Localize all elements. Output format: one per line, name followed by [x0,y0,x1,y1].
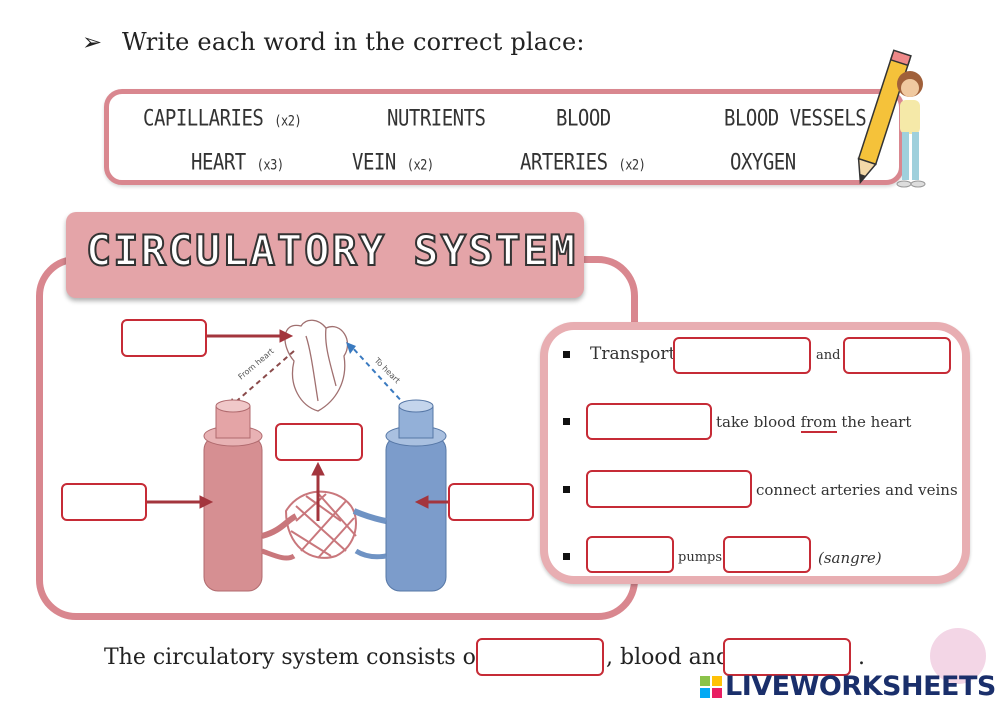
bullet-icon [563,486,570,493]
text-transports: Transports [590,344,685,364]
text-take-blood: take blood from the heart [716,413,912,433]
answer-box-artery[interactable] [61,483,147,521]
answer-box-heart-3[interactable] [476,638,604,676]
word-oxygen: OXYGEN [730,150,796,176]
answer-box-heart[interactable] [121,319,207,357]
instruction-text: Write each word in the correct place: [122,28,585,56]
word-blood-vessels: BLOOD VESSELS [724,106,867,132]
word-bank [104,89,904,185]
text-connect: connect arteries and veins [756,481,958,499]
answer-box-blood[interactable] [723,536,811,573]
answer-box-arteries[interactable] [586,403,712,440]
word-arteries: ARTERIES (x2) [520,150,646,176]
artery-illustration [203,399,298,592]
word-heart: HEART (x3) [191,150,284,176]
pencil-girl-illustration [857,49,926,188]
answer-box-capillaries-2[interactable] [586,470,752,508]
heart-icon [284,319,349,412]
bullet-icon [563,351,570,358]
text-sangre: (sangre) [818,549,882,567]
label-from-heart: From heart [237,347,276,382]
instruction: ➢ Write each word in the correct place: [82,28,585,56]
answer-box-capillaries[interactable] [275,423,363,461]
word-nutrients: NUTRIENTS [387,106,486,132]
answer-box-vein[interactable] [448,483,534,521]
label-to-heart: To heart [372,355,402,385]
text-and: and [816,348,841,363]
vein-illustration [352,399,447,592]
word-vein: VEIN (x2) [352,150,434,176]
capillaries-illustration [284,490,357,559]
sentence-part1: The circulatory system consists of the [104,645,528,670]
arrow-bullet-icon: ➢ [82,28,103,56]
circulatory-diagram: From heart To heart [147,319,448,592]
sentence-part3: . [858,645,865,670]
bullet-icon [563,553,570,560]
word-blood: BLOOD [556,106,611,132]
text-pumps: pumps [678,550,723,565]
answer-box-heart-2[interactable] [586,536,674,573]
page-title: CIRCULATORY SYSTEM [85,225,578,276]
liveworksheets-logo-icon [700,676,722,698]
title-banner [66,212,584,298]
word-capillaries: CAPILLARIES (x2) [143,106,302,132]
sentence-part2: , blood and [606,645,731,670]
avatar [930,628,986,684]
answer-box-transports-1[interactable] [673,337,811,374]
text-from: from [800,413,837,433]
liveworksheets-logo: LIVEWORKSHEETS [725,671,996,702]
answer-box-transports-2[interactable] [843,337,951,374]
bullet-icon [563,418,570,425]
answer-box-blood-vessels[interactable] [723,638,851,676]
